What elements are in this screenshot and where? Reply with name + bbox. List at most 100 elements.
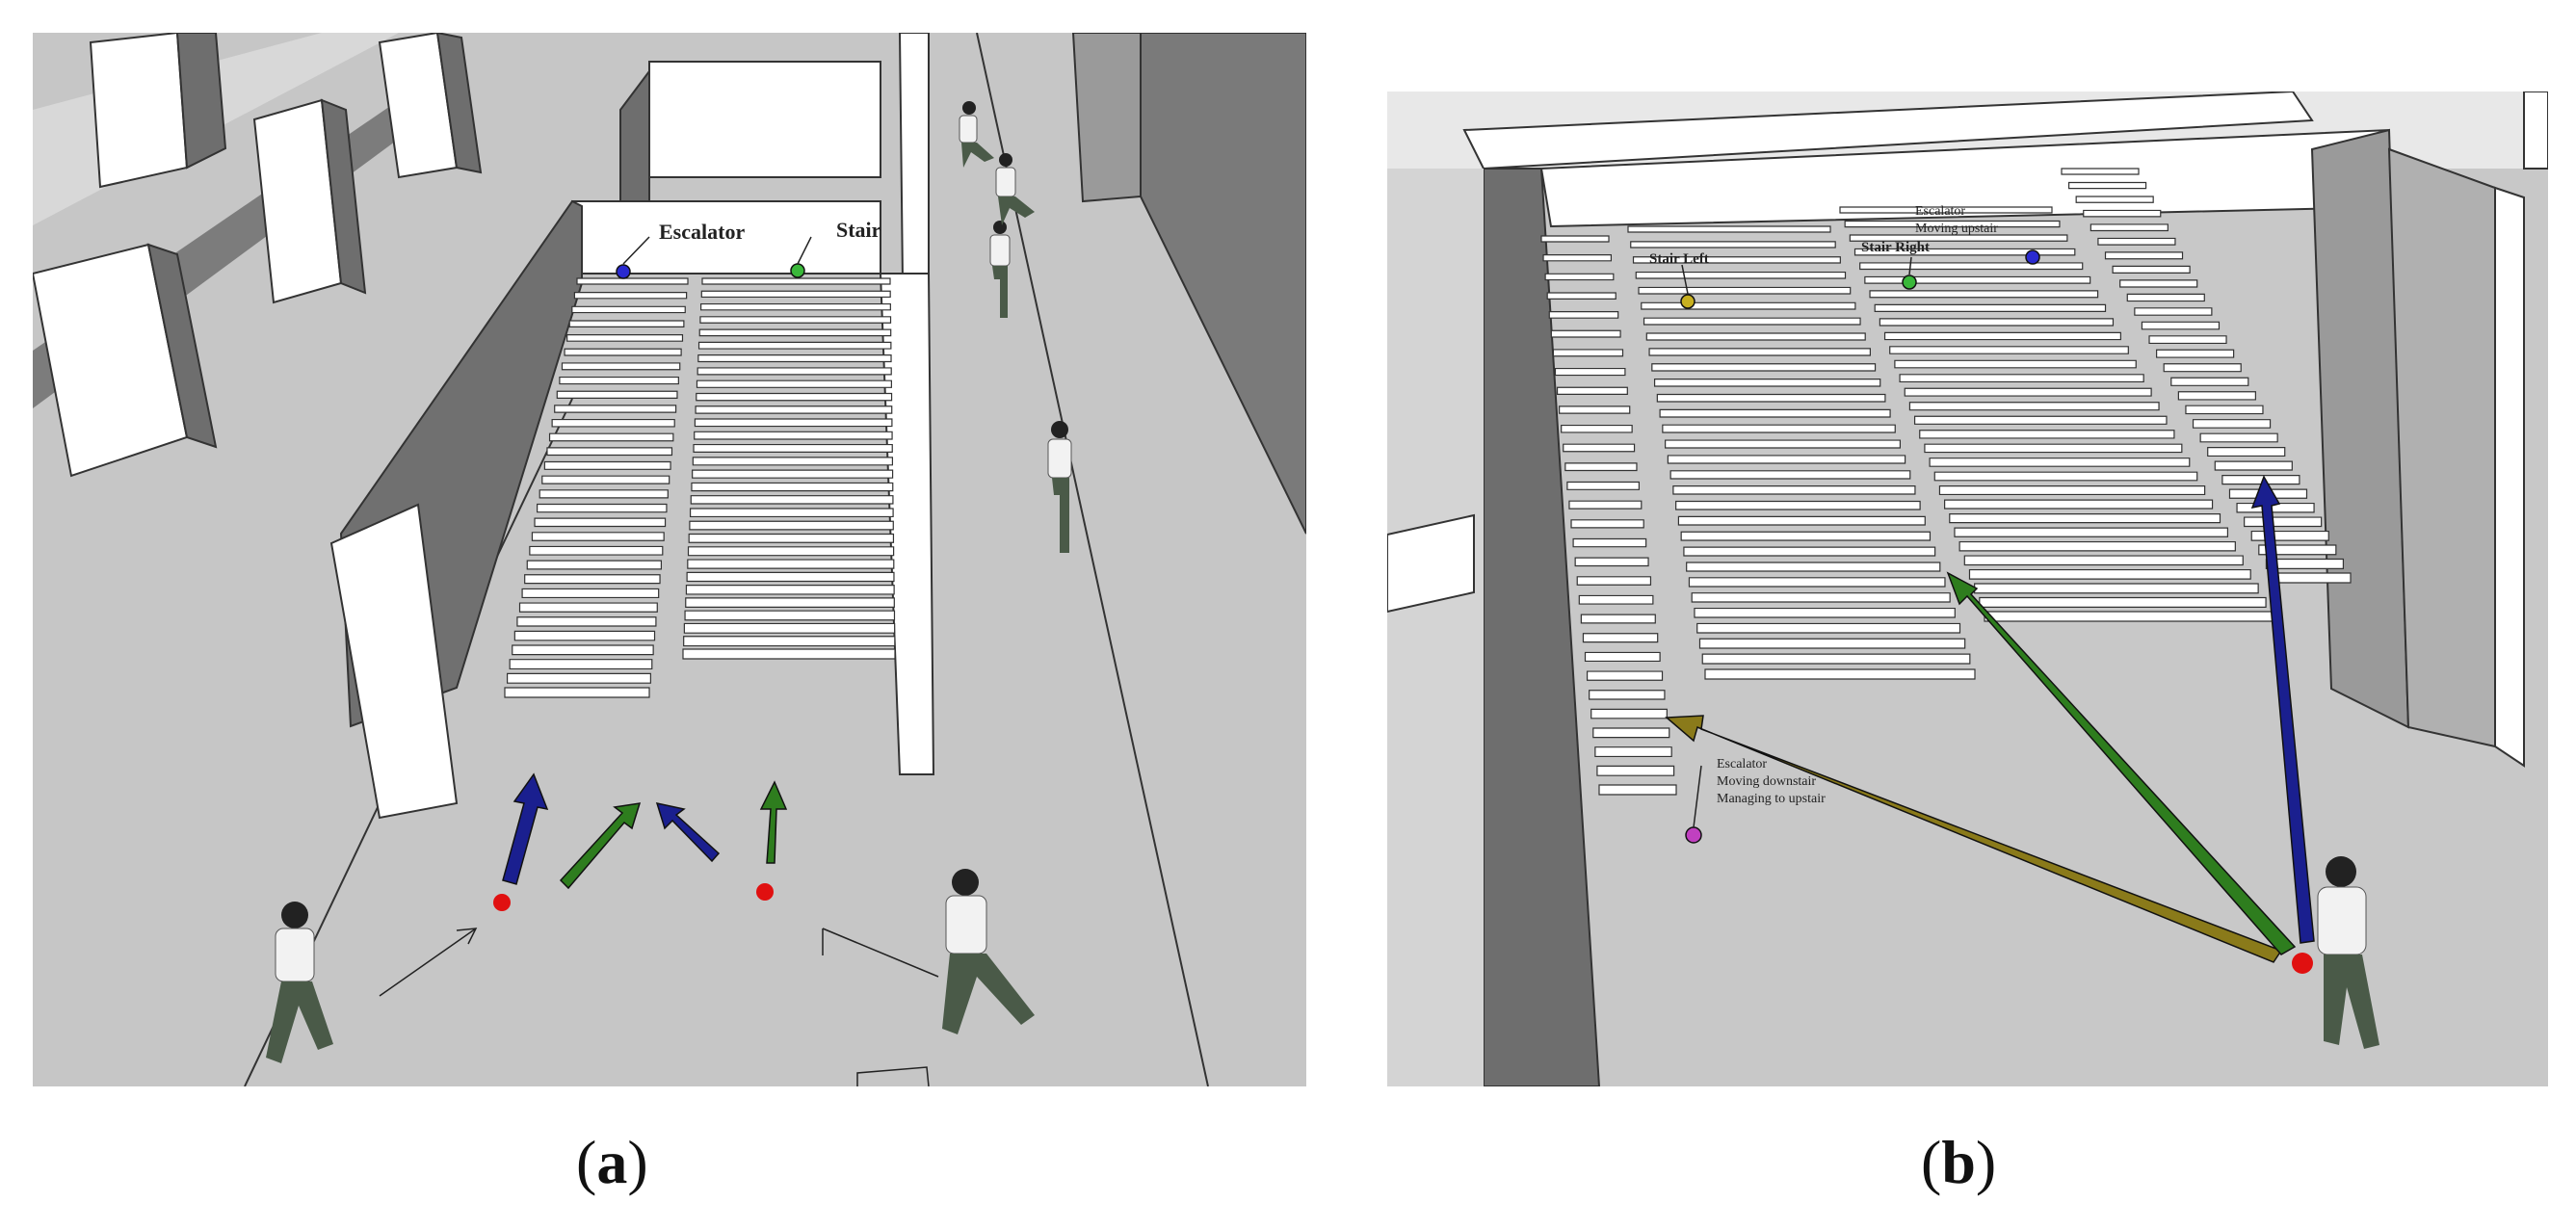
panel-a-svg: Escalator Stair — [33, 33, 1306, 1086]
stair-right-step — [1899, 374, 2144, 383]
stair-left-step — [1672, 485, 1916, 495]
escalator-down-step — [1592, 727, 1670, 739]
marker-escalator — [616, 264, 631, 279]
stair-left-step — [1680, 531, 1932, 541]
steps-b — [1540, 168, 2352, 796]
label-escalator-down-2: Moving downstair — [1717, 774, 1816, 789]
stair-right-step — [1864, 275, 2091, 284]
stair-step — [701, 277, 891, 285]
stair-right-step — [1839, 206, 2053, 214]
escalator-step — [541, 475, 670, 484]
caption-a-letter: a — [596, 1128, 628, 1196]
stair-right-step — [1904, 387, 2152, 397]
stair-right-step — [1938, 485, 2206, 496]
stair-left-step — [1696, 622, 1961, 634]
escalator-step — [531, 532, 665, 541]
escalator-up-step — [2141, 321, 2221, 330]
escalator-down-step — [1576, 576, 1652, 586]
marker-red-left — [493, 894, 511, 911]
arrow-blue-right — [655, 801, 721, 863]
escalator-down-step — [1561, 424, 1633, 433]
stair-right-step — [1874, 303, 2107, 312]
stair-left-step — [1643, 317, 1861, 326]
leader-escalator-down — [1693, 765, 1702, 828]
escalator-up-step — [2214, 460, 2293, 471]
marker-escalator-down — [1685, 826, 1702, 844]
stair-right-step — [1853, 248, 2076, 256]
stair-right-step — [1979, 596, 2267, 608]
arrow-olive — [1665, 715, 2283, 963]
escalator-step — [564, 348, 682, 356]
panel-b-svg: Stair Left Stair Right Escalator Moving … — [1387, 92, 2548, 1086]
stair-steps — [682, 277, 896, 660]
escalator-step — [513, 630, 656, 641]
escalator-up-step — [2177, 391, 2256, 401]
escalator-up-step — [2134, 307, 2213, 316]
stair-left-step — [1645, 332, 1866, 341]
stair-step — [692, 457, 894, 466]
stair-left-step — [1686, 562, 1941, 572]
stair-step — [686, 571, 895, 583]
escalator-down-step — [1572, 537, 1647, 548]
stair-step — [689, 508, 894, 518]
escalator-down-step — [1563, 443, 1636, 453]
caption-b-open: ( — [1921, 1128, 1942, 1196]
thin-arrow-right — [822, 928, 939, 978]
escalator-down-step — [1564, 462, 1638, 472]
stair-right-step — [1908, 402, 2160, 411]
leader-escalator — [622, 236, 650, 265]
escalator-up-step — [2075, 196, 2154, 203]
marker-stair-left — [1680, 294, 1695, 309]
escalator-up-step — [2156, 349, 2235, 358]
stair-left-step — [1638, 286, 1852, 295]
escalator-down-step — [1544, 273, 1615, 281]
stair-step — [696, 392, 893, 402]
escalator-down-step — [1542, 254, 1613, 262]
caption-b: (b) — [1921, 1127, 1996, 1198]
escalator-step — [556, 390, 678, 399]
escalator-up-step — [2061, 168, 2140, 175]
escalator-down-step — [1582, 633, 1659, 643]
label-stair: Stair — [836, 218, 881, 242]
stair-left-step — [1698, 638, 1966, 649]
escalator-down-step — [1589, 690, 1666, 700]
stair-step — [700, 290, 891, 299]
escalator-down-step — [1568, 500, 1643, 510]
escalator-step — [543, 460, 671, 470]
escalator-step — [539, 489, 669, 499]
stair-left-step — [1688, 577, 1946, 588]
stair-left-step — [1675, 500, 1921, 510]
stair-right-step — [1883, 331, 2121, 341]
arrow-blue-left — [502, 772, 549, 885]
right-wall-mid — [1071, 33, 1142, 203]
escalator-step — [573, 292, 688, 300]
caption-a-close: ) — [627, 1128, 648, 1196]
arrow-green-b — [1946, 571, 2297, 955]
escalator-step — [512, 644, 654, 656]
stair-right-step — [1913, 415, 2168, 425]
escalator-down-step — [1570, 519, 1644, 529]
escalator-up-step — [2067, 181, 2147, 190]
escalator-down-step — [1580, 614, 1656, 624]
stair-step — [689, 520, 894, 531]
escalator-step — [548, 432, 674, 442]
escalator-down-step — [1596, 765, 1675, 776]
label-stair-left: Stair Left — [1649, 251, 1709, 267]
escalator-step — [504, 687, 650, 698]
stair-step — [698, 328, 892, 337]
stair-right-step — [1944, 499, 2214, 510]
escalator-up-step — [2083, 209, 2162, 218]
escalator-step — [521, 588, 660, 599]
stair-left-step — [1627, 225, 1831, 233]
stair-step — [695, 405, 893, 414]
stair-left-step — [1704, 668, 1976, 680]
stair-left-step — [1656, 393, 1886, 403]
label-escalator-up-2: Moving upstair — [1915, 222, 1998, 236]
stair-right-step — [1844, 220, 2061, 228]
panel-b-scene: Stair Left Stair Right Escalator Moving … — [1387, 92, 2548, 1086]
stair-step — [691, 482, 894, 492]
escalator-step — [576, 277, 689, 285]
label-escalator-down-3: Managing to upstair — [1717, 792, 1826, 806]
left-far-b — [1387, 169, 1484, 1086]
escalator-up-step — [2244, 516, 2323, 528]
